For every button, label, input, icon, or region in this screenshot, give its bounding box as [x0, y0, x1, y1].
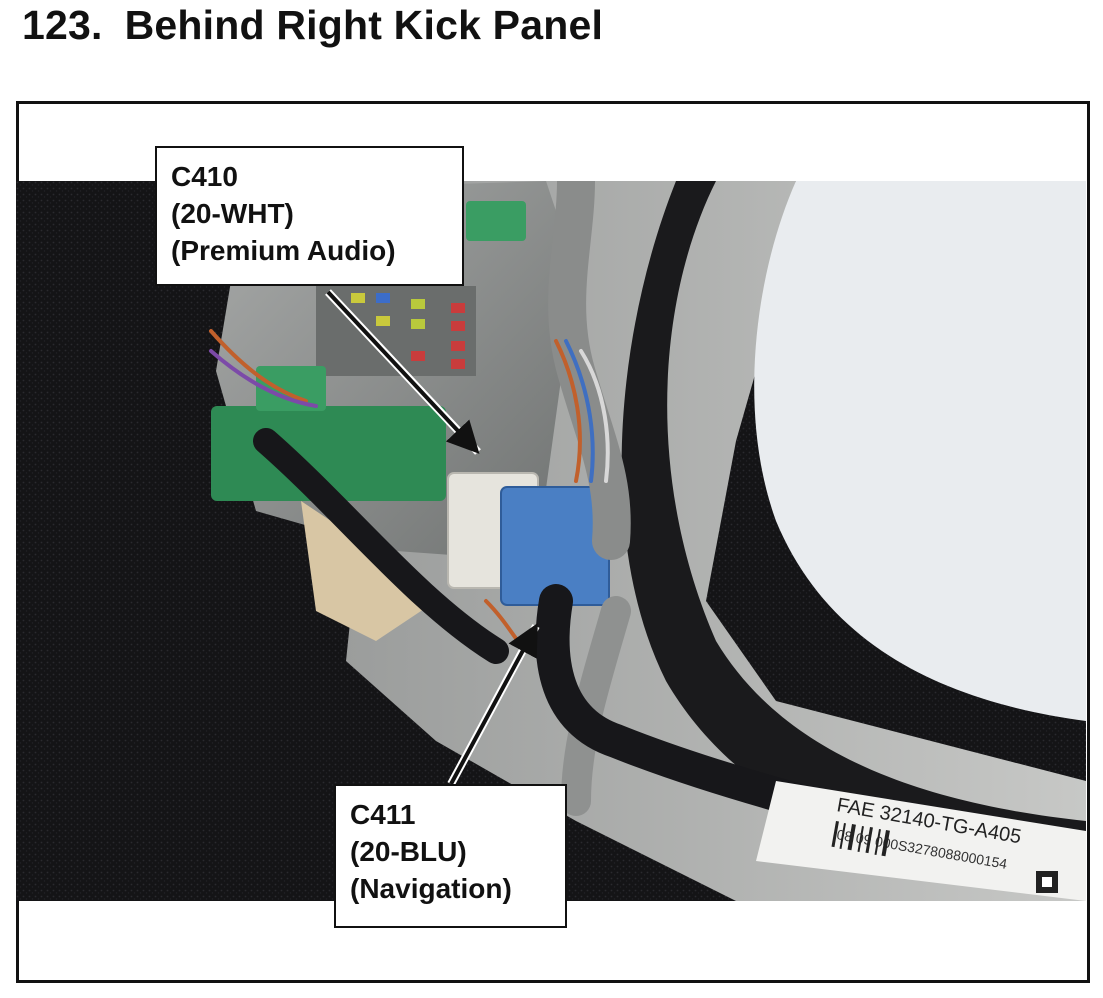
door-opening	[754, 181, 1086, 721]
c411-connector-spec: (20-BLU)	[350, 836, 467, 867]
c410-callout: C410 (20-WHT) (Premium Audio)	[155, 146, 464, 286]
qr-code-icon	[1036, 871, 1058, 893]
c411-connector-system: (Navigation)	[350, 873, 512, 904]
green-connector-upper	[256, 366, 326, 411]
door-seal	[621, 181, 1086, 881]
c411-connector-id: C411	[350, 799, 416, 830]
barcode-icon	[831, 821, 890, 857]
c410-connector-system: (Premium Audio)	[171, 235, 396, 266]
harness-label-tag	[756, 781, 1086, 901]
foam-padding	[301, 501, 436, 641]
page-heading: 123. Behind Right Kick Panel	[22, 2, 603, 49]
c410-connector-id: C410	[171, 161, 238, 192]
section-title: Behind Right Kick Panel	[124, 2, 604, 48]
c411-callout: C411 (20-BLU) (Navigation)	[334, 784, 567, 928]
green-connector-top	[466, 201, 526, 241]
section-number: 123.	[22, 2, 103, 48]
c410-connector-spec: (20-WHT)	[171, 198, 294, 229]
